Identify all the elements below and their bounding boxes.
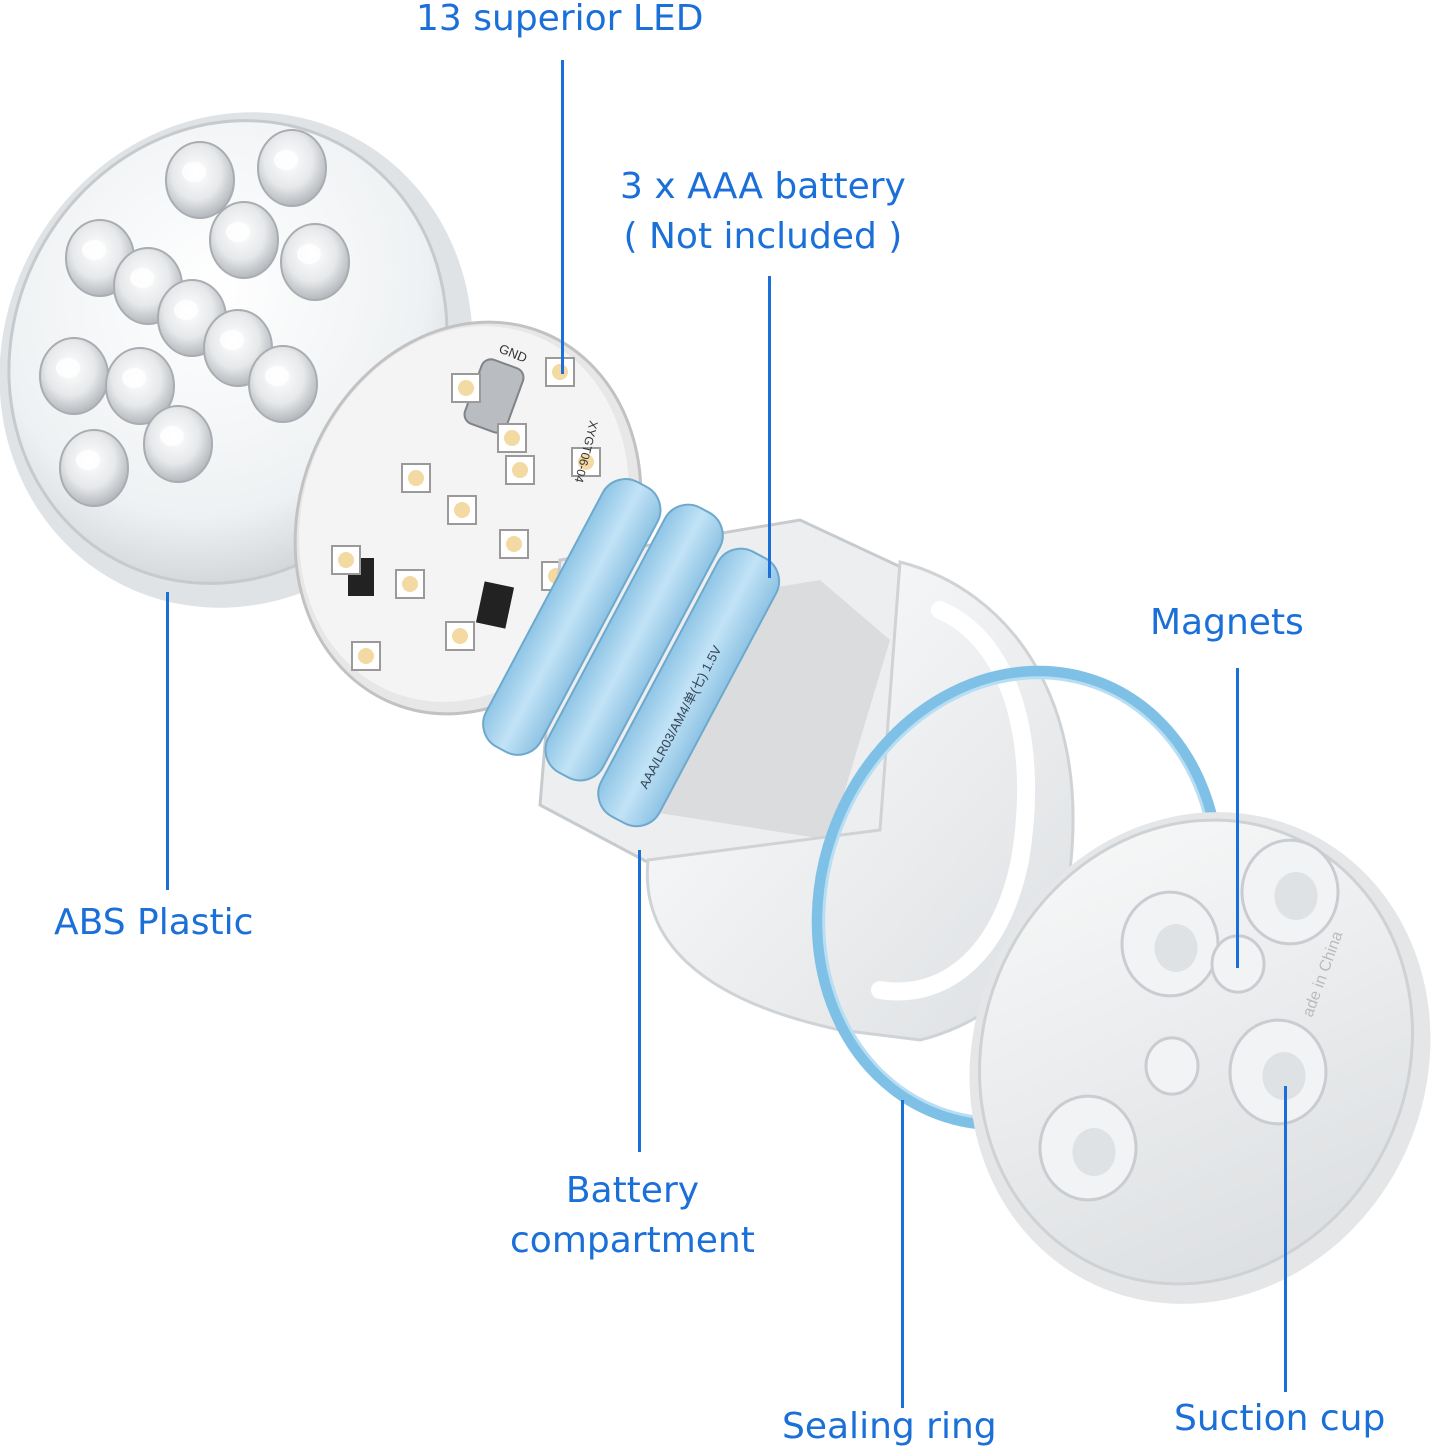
lens-domes [39, 129, 350, 507]
sealing-ring-leader-line [901, 1100, 904, 1408]
led-emitter [458, 380, 474, 396]
abs-plastic-label: ABS Plastic [54, 902, 254, 943]
sealing-ring-label: Sealing ring [782, 1406, 997, 1447]
suction-cup-center [1154, 924, 1198, 972]
compartment-label-line1: Battery [565, 1170, 700, 1211]
magnets-label: Magnets [1150, 602, 1304, 643]
lens-highlight [220, 330, 244, 350]
led-emitter [454, 502, 470, 518]
lens-highlight [56, 358, 80, 378]
lens-highlight [130, 268, 154, 288]
lens-highlight [274, 150, 298, 170]
lens-highlight [82, 240, 106, 260]
lens-highlight [160, 426, 184, 446]
lens-highlight [76, 450, 100, 470]
led-chip-icon [571, 447, 601, 477]
lens-highlight [122, 368, 146, 388]
pcb-led-chips [331, 357, 601, 671]
suction-cup-center [1072, 1128, 1116, 1176]
battery-label-line2: ( Not included ) [623, 215, 903, 257]
led-emitter [408, 470, 424, 486]
lens-highlight [182, 162, 206, 182]
lens-highlight [174, 300, 198, 320]
lens-highlight [265, 366, 289, 386]
compartment-leader-line [638, 850, 641, 1152]
suction-cup-center [1262, 1052, 1306, 1100]
led-leader-line [561, 60, 564, 374]
lens-highlight [297, 244, 321, 264]
suction-cups [1038, 838, 1340, 1202]
battery-leader-line [768, 276, 771, 578]
aaa-batteries: AAA/LR03/AM4/单(七) 1.5V [482, 478, 781, 828]
led-label: 13 superior LED [416, 0, 704, 39]
lens-highlight [226, 222, 250, 242]
magnets-leader-line [1236, 668, 1239, 968]
suction-cup-label: Suction cup [1174, 1398, 1386, 1439]
led-emitter [506, 536, 522, 552]
led-emitter [578, 454, 594, 470]
led-emitter [402, 576, 418, 592]
abs-leader-line [166, 592, 169, 890]
suction-cup-center [1274, 872, 1318, 920]
compartment-label-line2: compartment [510, 1219, 755, 1261]
magnet-icon [1144, 1036, 1200, 1096]
led-emitter [504, 430, 520, 446]
led-emitter [338, 552, 354, 568]
battery-label: 3 x AAA battery ( Not included ) [620, 162, 906, 261]
suction-cup-leader-line [1284, 1086, 1287, 1392]
led-emitter [552, 364, 568, 380]
suction-cup-base: ade in China [969, 812, 1431, 1304]
led-emitter [358, 648, 374, 664]
led-emitter [452, 628, 468, 644]
battery-label-line1: 3 x AAA battery [620, 166, 906, 207]
battery-compartment-label: Battery compartment [510, 1166, 755, 1265]
led-emitter [512, 462, 528, 478]
